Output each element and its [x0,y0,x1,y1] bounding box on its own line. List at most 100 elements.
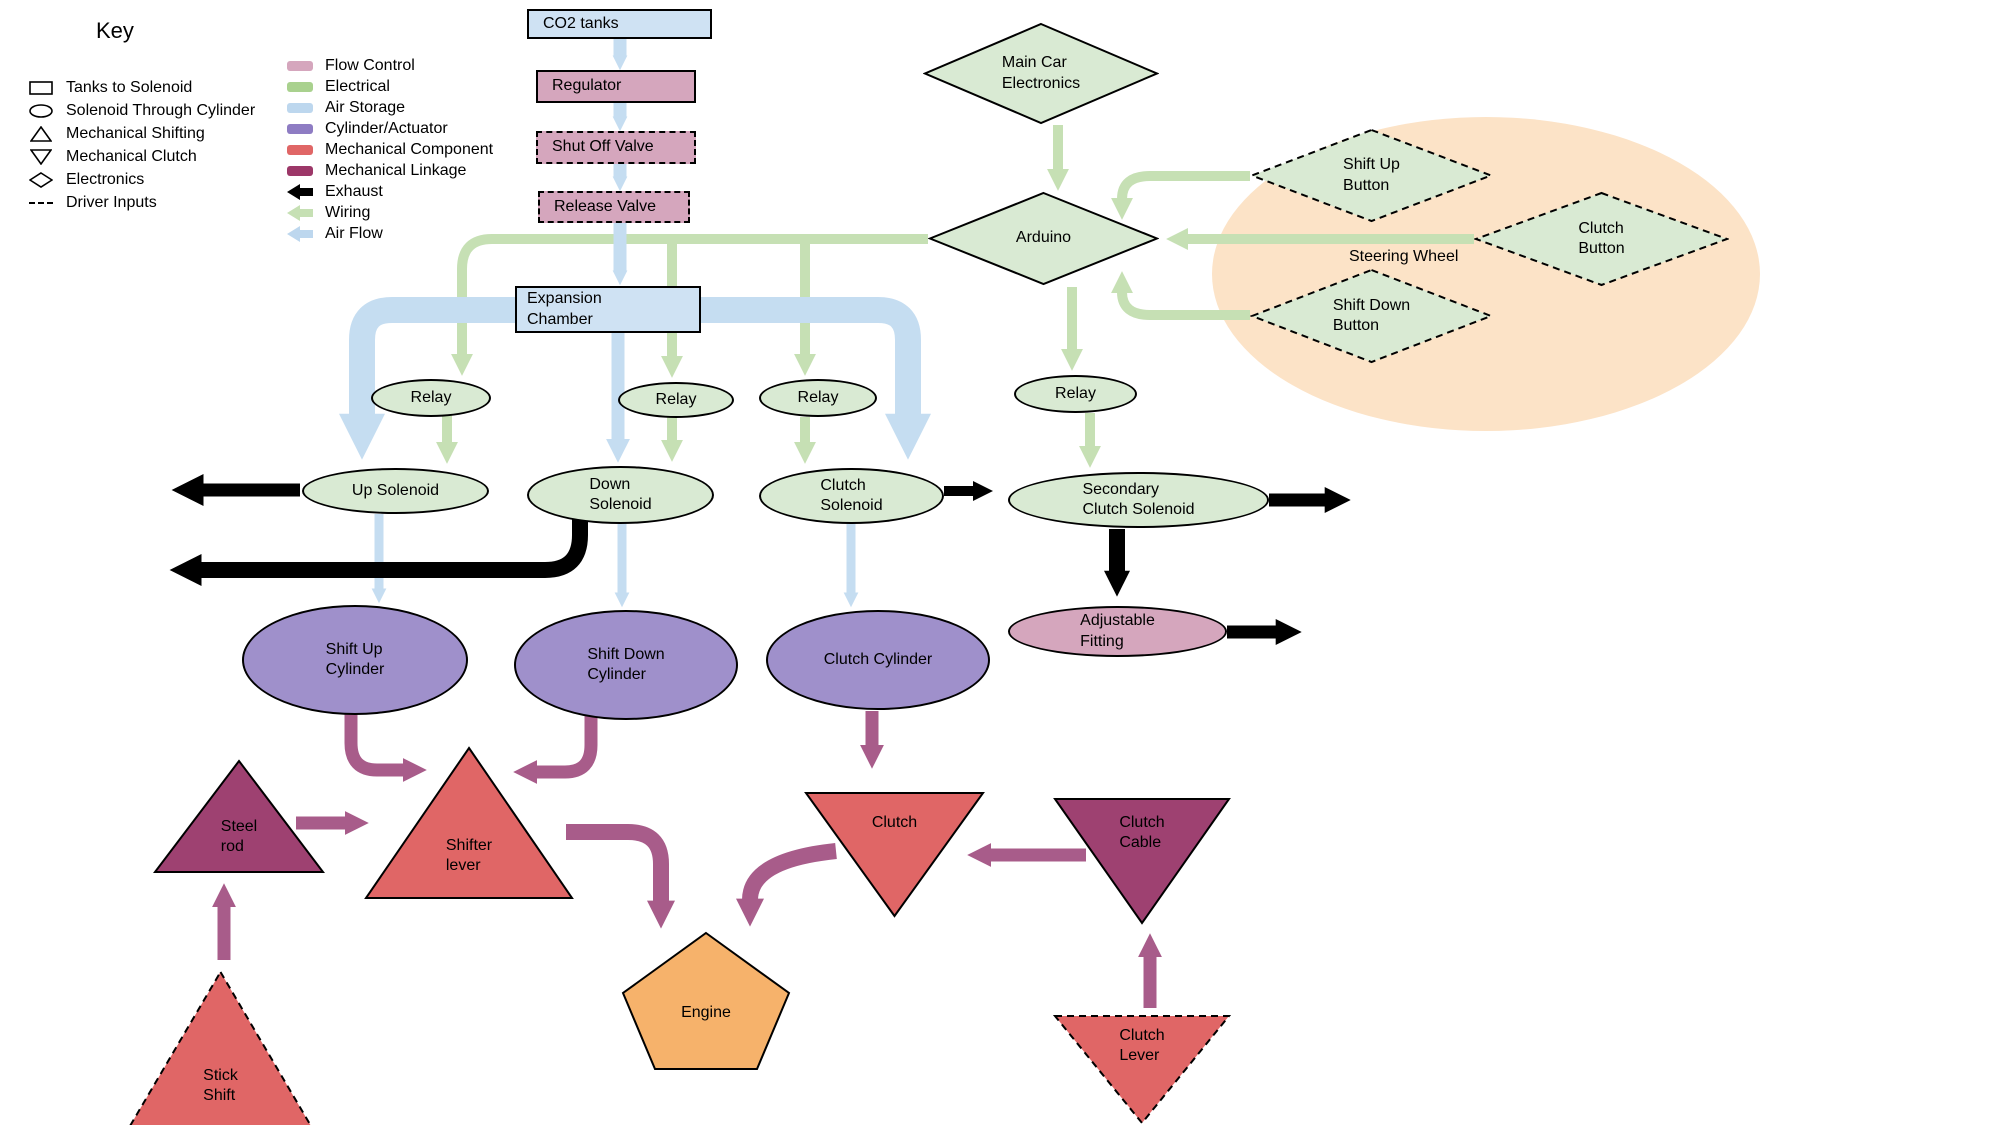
node-label: Shift Down Button [1332,296,1411,334]
node-release-valve: Release Valve [538,191,690,223]
legend-item: Mechanical Linkage [287,160,493,181]
node-label: Clutch Button [1578,219,1625,257]
node-label: Shift Up Button [1343,156,1400,194]
legend-item: Mechanical Component [287,139,493,160]
node-shifter-lever: Shifter lever [364,746,574,900]
legend-label: Mechanical Clutch [66,147,197,165]
legend-label: Mechanical Component [325,140,494,158]
legend-item: Exhaust [287,181,493,202]
node-label: Main Car Electronics [1001,54,1081,92]
node-clutch-lever: Clutch Lever [1053,1014,1231,1125]
node-label: Arduino [1015,229,1072,247]
legend-label: Driver Inputs [66,193,157,211]
legend-label: Tanks to Solenoid [66,78,193,96]
legend-item: Driver Inputs [28,191,255,214]
node-shift-up-button: Shift Up Button [1250,128,1493,223]
legend-label: Exhaust [325,182,383,200]
node-label: Relay [410,388,452,406]
key-title: Key [96,18,134,43]
node-label: Clutch Cable [1119,814,1165,852]
legend-item: Cylinder/Actuator [287,118,493,139]
dashed-line-icon [28,201,54,204]
node-label: Shut Off Valve [552,138,654,156]
mech-shift-up-cyl-to-shifter [344,712,427,782]
node-label: Stick Shift [203,1067,238,1105]
wire-shift-up-button-to-arduino [1111,171,1250,220]
node-down-solenoid: Down Solenoid [527,466,714,524]
node-clutch: Clutch [804,791,985,918]
node-label: Adjustable Fitting [1080,612,1155,650]
node-label: Clutch [871,814,918,831]
node-clutch-cable: Clutch Cable [1053,797,1231,925]
node-label: Relay [655,390,697,408]
cylinder-actuator-swatch [287,123,313,134]
node-label: Engine [681,1004,731,1021]
node-stick-shift: Stick Shift [128,970,313,1125]
mech-shifter-to-engine [566,824,675,929]
node-label: Regulator [552,77,622,95]
mechanical-linkage-swatch [287,165,313,176]
legend-label: Electronics [66,170,145,188]
node-shift-down-cylinder: Shift Down Cylinder [514,610,738,720]
node-label: Clutch Lever [1119,1027,1165,1065]
legend-label: Cylinder/Actuator [325,119,448,137]
legend-item: Solenoid Through Cylinder [28,99,255,122]
air-flow-arrow-icon [287,225,313,242]
node-relay-1: Relay [371,379,491,417]
legend-item: Mechanical Clutch [28,145,255,168]
node-label: Steel rod [220,818,258,856]
mechanical-component-swatch [287,144,313,155]
node-adjustable-fitting: Adjustable Fitting [1008,606,1227,657]
key-color-legend: Flow Control Electrical Air Storage Cyli… [287,55,493,244]
legend-label: Air Storage [325,98,406,116]
wire-arduino-to-relay1 [451,234,928,376]
legend-label: Mechanical Shifting [66,124,205,142]
node-label: Expansion Chamber [527,290,602,328]
node-label: Shift Down Cylinder [587,645,665,683]
key-shape-legend: Tanks to Solenoid Solenoid Through Cylin… [28,76,255,214]
node-label: Release Valve [554,197,656,215]
rectangle-icon [28,80,54,95]
node-relay-4: Relay [1014,375,1137,413]
node-steel-rod: Steel rod [153,759,325,874]
triangle-up-icon [28,125,54,142]
exhaust-down-solenoid [169,518,588,586]
node-relay-3: Relay [759,379,877,417]
flow-control-swatch [287,60,313,71]
node-label: Shifter lever [445,837,493,875]
node-expansion-chamber: Expansion Chamber [515,286,701,333]
legend-label: Solenoid Through Cylinder [66,101,256,119]
ellipse-icon [28,103,54,118]
air-storage-swatch [287,102,313,113]
node-arduino: Arduino [928,191,1159,286]
node-clutch-solenoid: Clutch Solenoid [759,468,944,524]
node-relay-2: Relay [618,382,734,418]
wiring-arrow-icon [287,204,313,221]
legend-label: Air Flow [325,224,383,242]
node-label: CO2 tanks [543,14,619,32]
node-regulator: Regulator [536,70,696,103]
mech-clutch-to-engine [736,843,837,927]
node-shut-off-valve: Shut Off Valve [536,131,696,164]
node-engine: Engine [621,931,791,1071]
node-main-car-electronics: Main Car Electronics [923,22,1159,125]
triangle-down-icon [28,148,54,165]
node-secondary-clutch-solenoid: Secondary Clutch Solenoid [1008,472,1269,528]
node-label: Relay [1055,384,1096,402]
node-label: Up Solenoid [351,481,440,499]
node-label: Secondary Clutch Solenoid [1082,480,1195,518]
air-expansion-to-clutch-solenoid [700,297,931,460]
legend-label: Mechanical Linkage [325,161,467,179]
legend-item: Wiring [287,202,493,223]
legend-label: Wiring [325,203,371,221]
node-label: Clutch Solenoid [820,476,883,514]
legend-item: Air Flow [287,223,493,244]
wire-shift-down-button-to-arduino [1111,271,1250,320]
air-expansion-to-up-solenoid [339,297,516,460]
node-shift-up-cylinder: Shift Up Cylinder [242,605,468,715]
node-label: Shift Up Cylinder [325,640,385,678]
node-up-solenoid: Up Solenoid [302,468,489,514]
legend-item: Electronics [28,168,255,191]
